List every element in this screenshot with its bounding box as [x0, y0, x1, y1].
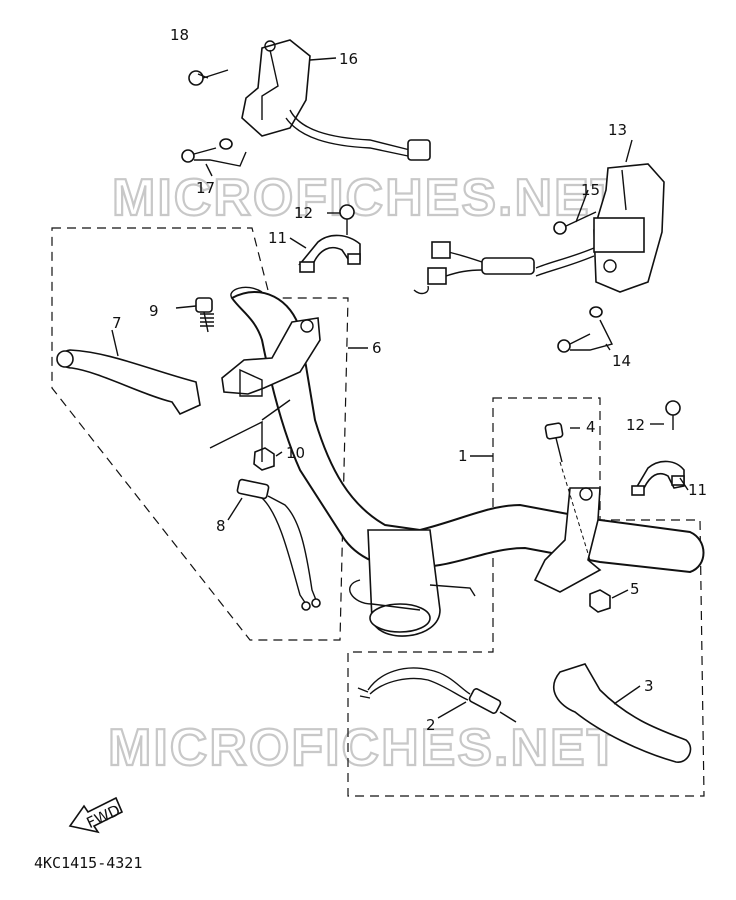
right-clamp-bolt: [665, 400, 681, 430]
part-label-11-right: 11: [688, 481, 707, 499]
group-boundary-right: [347, 397, 705, 797]
right-switch-harness: [413, 241, 535, 295]
right-lever-holder: [533, 487, 602, 593]
part-label-9: 9: [149, 302, 159, 320]
right-handlebar-switch: [535, 163, 665, 293]
left-holder-bolt: [195, 297, 214, 333]
part-label-6: 6: [372, 339, 382, 357]
right-nut: [589, 589, 611, 613]
part-label-8: 8: [216, 517, 226, 535]
part-label-2: 2: [426, 716, 436, 734]
right-switch-screw: [553, 211, 597, 235]
part-label-16: 16: [339, 50, 358, 68]
part-label-11-left: 11: [268, 229, 287, 247]
part-label-5: 5: [630, 580, 640, 598]
group-boundary-left: [51, 227, 349, 641]
left-stop-switch: [236, 478, 321, 611]
left-switch-lower-screw: [181, 138, 247, 167]
watermark-top: MICROFICHES.NET: [112, 169, 624, 227]
part-label-1: 1: [458, 447, 468, 465]
part-label-7: 7: [112, 314, 122, 332]
left-nut: [253, 447, 275, 471]
part-label-4: 4: [586, 418, 596, 436]
part-label-14: 14: [612, 352, 631, 370]
part-label-18: 18: [170, 26, 189, 44]
handlebar: [230, 286, 705, 574]
right-switch-lower-screw: [557, 306, 614, 353]
part-label-17: 17: [196, 179, 215, 197]
left-handlebar-clamp: [298, 234, 361, 273]
left-switch-screw: [188, 69, 229, 86]
right-holder-bolt: [544, 422, 591, 561]
leader-lines: [111, 57, 689, 719]
forward-arrow-icon: FWD: [68, 796, 123, 834]
drawing-code: 4KC1415-4321: [34, 854, 142, 872]
part-label-13: 13: [608, 121, 627, 139]
part-label-12-left: 12: [294, 204, 313, 222]
handlebar-stem: [349, 529, 476, 637]
fwd-label: FWD: [84, 801, 123, 832]
watermark-bottom: MICROFICHES.NET: [108, 719, 620, 777]
left-handlebar-switch: [241, 39, 431, 161]
left-lever: [56, 349, 201, 416]
part-label-15: 15: [581, 181, 600, 199]
part-label-3: 3: [644, 677, 654, 695]
part-label-12-right: 12: [626, 416, 645, 434]
right-handlebar-clamp: [631, 460, 685, 496]
part-label-10: 10: [286, 444, 305, 462]
left-clamp-bolt: [339, 204, 355, 235]
right-lever: [553, 663, 692, 763]
right-stop-switch: [357, 667, 517, 723]
left-lever-holder: [221, 317, 321, 397]
